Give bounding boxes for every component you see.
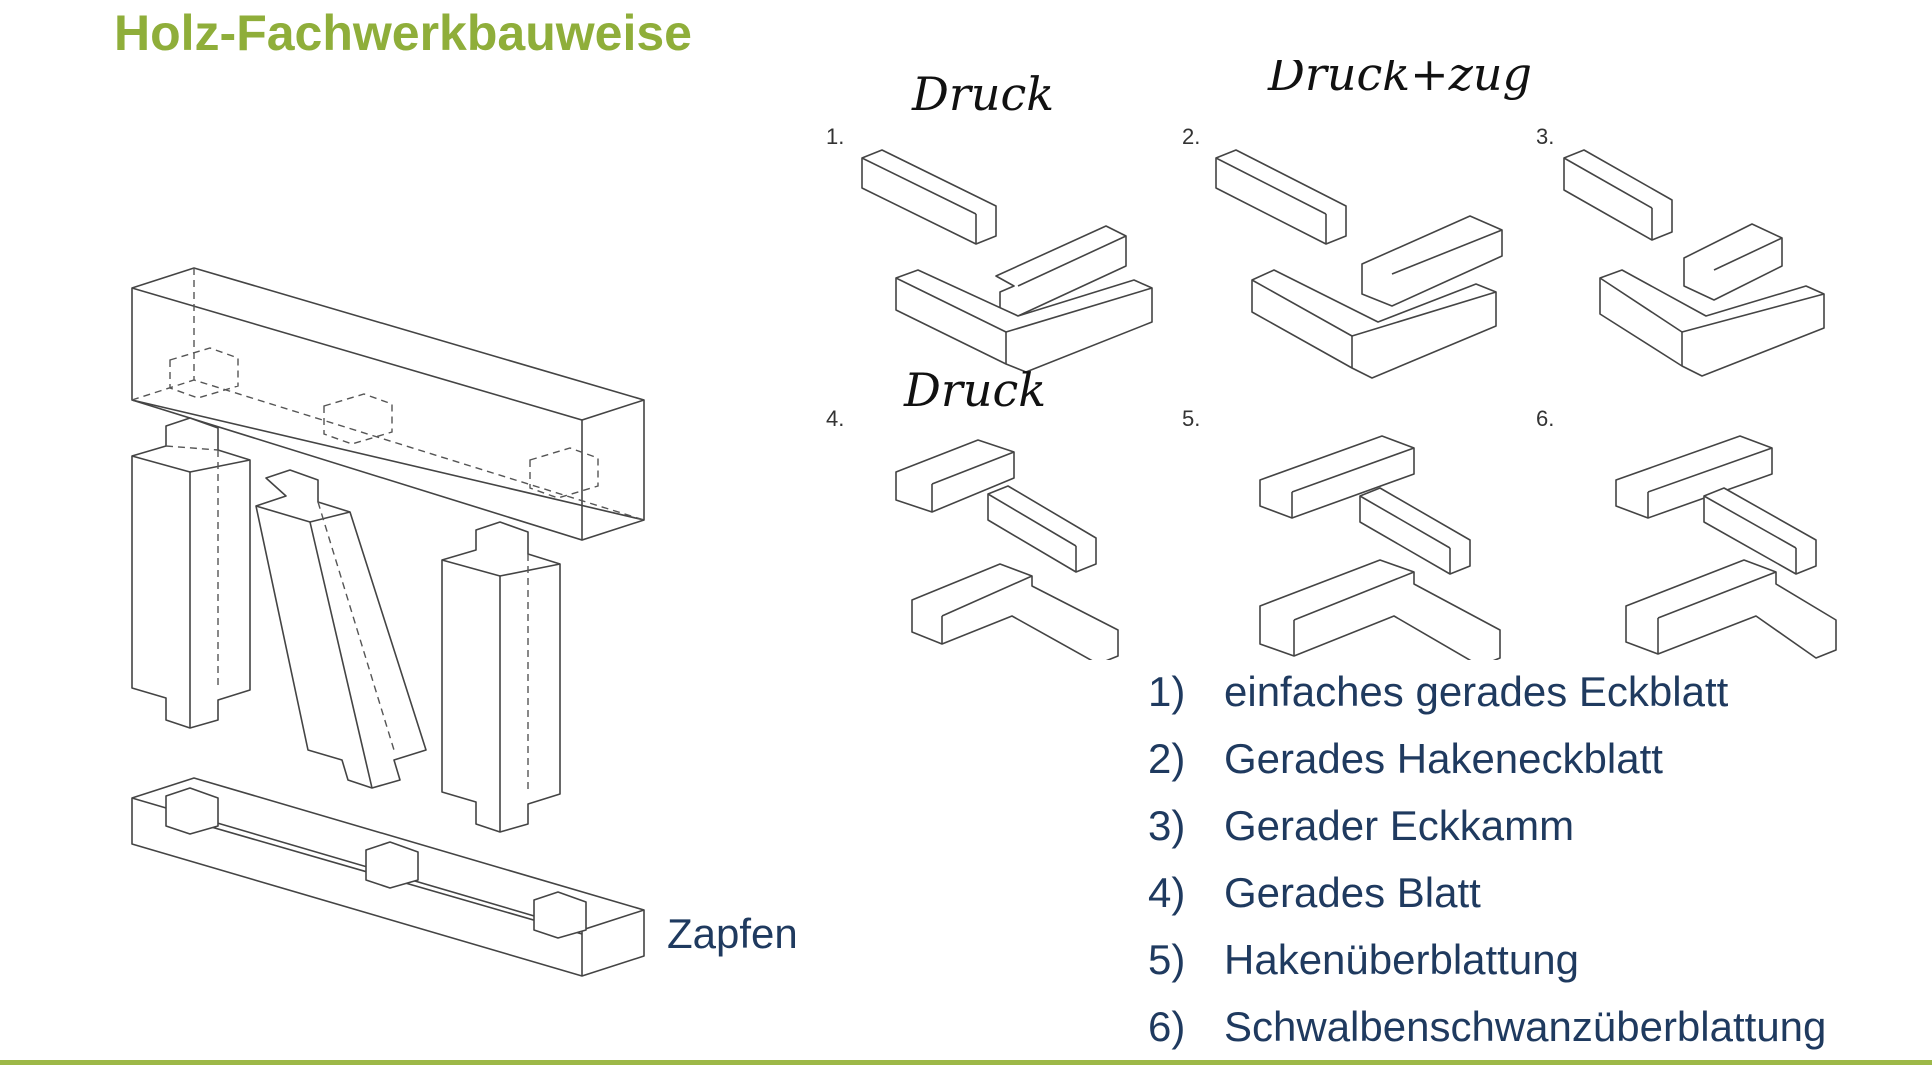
joint-legend-list: 1) einfaches gerades Eckblatt 2) Gerades H… — [1148, 668, 1826, 1070]
top-beam — [131, 267, 645, 541]
post-left — [131, 417, 251, 729]
handwritten-note: Druck — [911, 67, 1054, 121]
slide-title: Holz-Fachwerkbauweise — [114, 5, 692, 61]
panel-number: 1. — [826, 124, 844, 149]
legend-item: 6) Schwalbenschwanzüberblattung — [1148, 1003, 1826, 1070]
post-right — [441, 521, 561, 833]
legend-number: 4) — [1148, 869, 1186, 916]
timber-frame-illustration — [131, 267, 645, 977]
panel-number: 6. — [1536, 406, 1554, 431]
footer-accent-line — [0, 1060, 1932, 1065]
handwritten-note: Druck+zug — [1267, 60, 1532, 101]
legend-item: 5) Hakenüberblattung — [1148, 936, 1826, 1003]
legend-item: 2) Gerades Hakeneckblatt — [1148, 735, 1826, 802]
bottom-beam — [131, 777, 645, 977]
legend-item: 4) Gerades Blatt — [1148, 869, 1826, 936]
panel-number: 5. — [1182, 406, 1200, 431]
legend-number: 2) — [1148, 735, 1186, 782]
handwritten-note: Druck — [903, 363, 1046, 417]
legend-number: 3) — [1148, 802, 1186, 849]
joint-panel-1: 1. Druck — [826, 67, 1153, 373]
legend-number: 1) — [1148, 668, 1186, 715]
tenon-label: Zapfen — [667, 910, 798, 957]
legend-text: Hakenüberblattung — [1224, 936, 1579, 983]
joint-panel-4: 4. Druck — [826, 363, 1119, 660]
legend-text: Gerader Eckkamm — [1224, 802, 1575, 849]
legend-text: Gerades Hakeneckblatt — [1224, 735, 1663, 782]
legend-text: einfaches gerades Eckblatt — [1224, 668, 1729, 715]
legend-item: 1) einfaches gerades Eckblatt — [1148, 668, 1826, 735]
legend-item: 3) Gerader Eckkamm — [1148, 802, 1826, 869]
legend-text: Schwalbenschwanzüberblattung — [1224, 1003, 1827, 1050]
panel-number: 2. — [1182, 124, 1200, 149]
joint-panel-6: 6. — [1536, 406, 1837, 659]
legend-number: 5) — [1148, 936, 1186, 983]
legend-number: 6) — [1148, 1003, 1186, 1050]
joint-panel-2: 2. Druck+zug — [1182, 60, 1532, 379]
post-middle — [255, 469, 427, 789]
panel-number: 4. — [826, 406, 844, 431]
legend-text: Gerades Blatt — [1224, 869, 1481, 916]
joint-panel-3: 3. — [1536, 124, 1825, 377]
joint-panel-5: 5. — [1182, 406, 1501, 660]
panel-number: 3. — [1536, 124, 1554, 149]
joint-panels-illustration: 1. Druck 2. Druck+zug 3. — [826, 60, 1837, 660]
